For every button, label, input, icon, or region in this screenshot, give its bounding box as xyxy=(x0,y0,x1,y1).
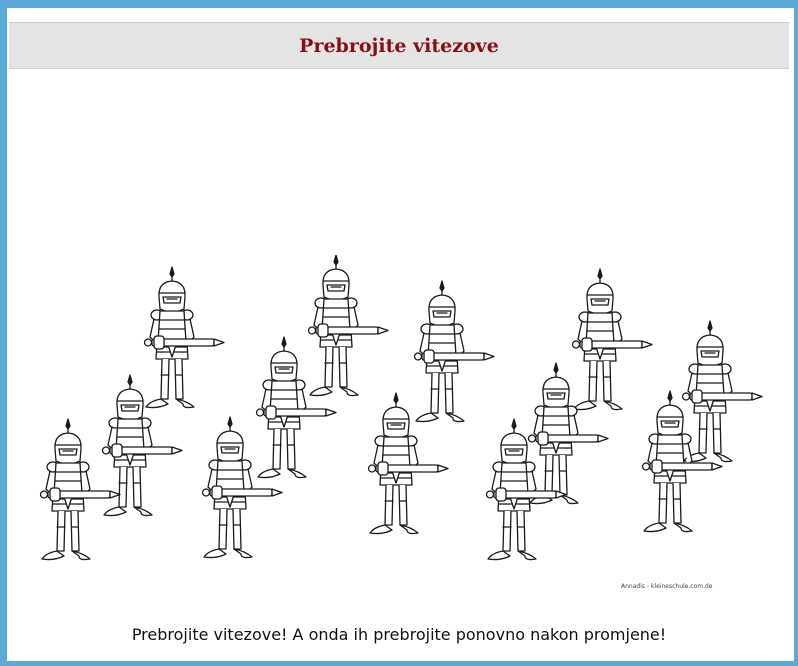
image-credit: Annadis - kleineschule.com.de xyxy=(621,583,713,590)
knight-figure xyxy=(681,320,763,463)
instruction-caption: Prebrojite vitezove! A onda ih prebrojit… xyxy=(131,625,667,644)
title-bar: Prebrojite vitezove xyxy=(9,22,789,69)
knight-figure xyxy=(571,268,653,411)
knight-figure xyxy=(255,336,337,479)
knight-figure xyxy=(39,418,121,561)
knight-figure xyxy=(143,266,225,409)
page-title: Prebrojite vitezove xyxy=(299,34,499,57)
knight-figure xyxy=(367,392,449,535)
knights-illustration xyxy=(39,255,763,561)
knight-figure xyxy=(307,255,389,397)
knight-figure xyxy=(413,280,495,423)
knight-figure xyxy=(201,416,283,559)
